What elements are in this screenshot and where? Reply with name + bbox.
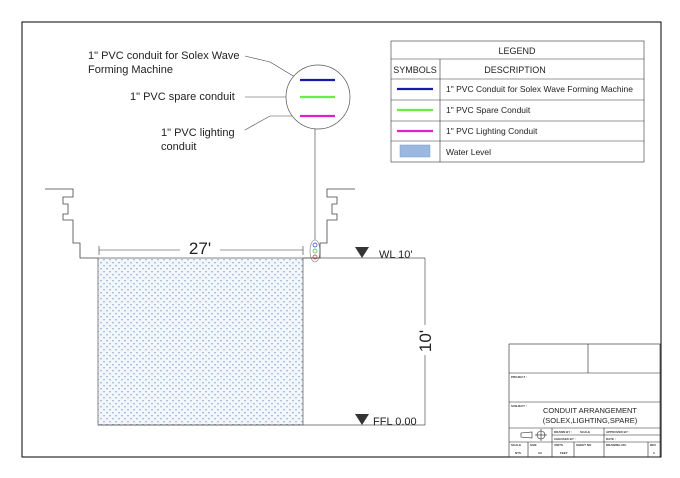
label-lighting: 1" PVC lighting bbox=[161, 127, 235, 139]
depth-dimension: 10' bbox=[416, 330, 435, 352]
floor-level-marker bbox=[355, 414, 369, 425]
pool-section: 27' 10' WL 10' FFL 0.00 bbox=[45, 188, 435, 428]
water-fill bbox=[97, 257, 304, 426]
legend-title: LEGEND bbox=[498, 46, 536, 56]
water-level-label: WL 10' bbox=[379, 249, 412, 261]
legend-col-description: DESCRIPTION bbox=[484, 65, 546, 75]
rev-value: 0 bbox=[653, 451, 655, 455]
subject-line-2: (SOLEX,LIGHTING,SPARE) bbox=[543, 416, 638, 425]
checked-by: CHECKED BY : bbox=[554, 437, 576, 441]
legend-item-water: Water Level bbox=[446, 147, 491, 157]
legend-text: LEGEND SYMBOLS DESCRIPTION 1" PVC Condui… bbox=[393, 46, 633, 158]
title-block bbox=[508, 343, 661, 458]
scale-value: NTS bbox=[515, 451, 521, 455]
size-value: A3 bbox=[538, 451, 542, 455]
width-dimension: 27' bbox=[189, 239, 211, 258]
label-solex-2: Forming Machine bbox=[88, 64, 173, 76]
label-spare: 1" PVC spare conduit bbox=[130, 91, 235, 103]
right-wall bbox=[303, 188, 355, 259]
legend bbox=[390, 40, 645, 163]
water-level-marker bbox=[355, 247, 369, 258]
legend-item-spare: 1" PVC Spare Conduit bbox=[446, 105, 531, 115]
scale-small: SCALE bbox=[580, 430, 590, 434]
legend-col-symbols: SYMBOLS bbox=[393, 65, 437, 75]
approved-by: APPROVED BY : bbox=[606, 430, 630, 434]
date: DATE : bbox=[606, 437, 616, 441]
legend-item-lighting: 1" PVC Lighting Conduit bbox=[446, 126, 538, 136]
units-value: FEET bbox=[560, 451, 568, 455]
subject-label: SUBJECT : bbox=[511, 404, 527, 408]
units-label: UNITS bbox=[554, 443, 563, 447]
scale-label: SCALE bbox=[511, 443, 521, 447]
legend-item-solex: 1" PVC Conduit for Solex Wave Forming Ma… bbox=[446, 84, 633, 94]
rev-label: REV bbox=[650, 443, 656, 447]
legend-symbol-water bbox=[399, 144, 431, 158]
sheet-no-label: SHEET NO bbox=[576, 443, 592, 447]
label-lighting-2: conduit bbox=[161, 141, 196, 153]
drawn-by: DRAWN BY : bbox=[554, 430, 572, 434]
left-wall bbox=[45, 188, 98, 259]
drawing-no-label: DRAWING NO. bbox=[606, 443, 627, 447]
floor-level-label: FFL 0.00 bbox=[373, 416, 417, 428]
title-block-text: PROJECT : SUBJECT : CONDUIT ARRANGEMENT … bbox=[511, 375, 656, 455]
subject-line-1: CONDUIT ARRANGEMENT bbox=[543, 406, 637, 415]
project-label: PROJECT : bbox=[511, 375, 527, 379]
label-solex: 1" PVC conduit for Solex Wave bbox=[88, 50, 239, 62]
callouts: 1" PVC conduit for Solex Wave Forming Ma… bbox=[88, 50, 351, 263]
size-label: SIZE bbox=[530, 443, 537, 447]
sheet-border bbox=[21, 21, 662, 458]
